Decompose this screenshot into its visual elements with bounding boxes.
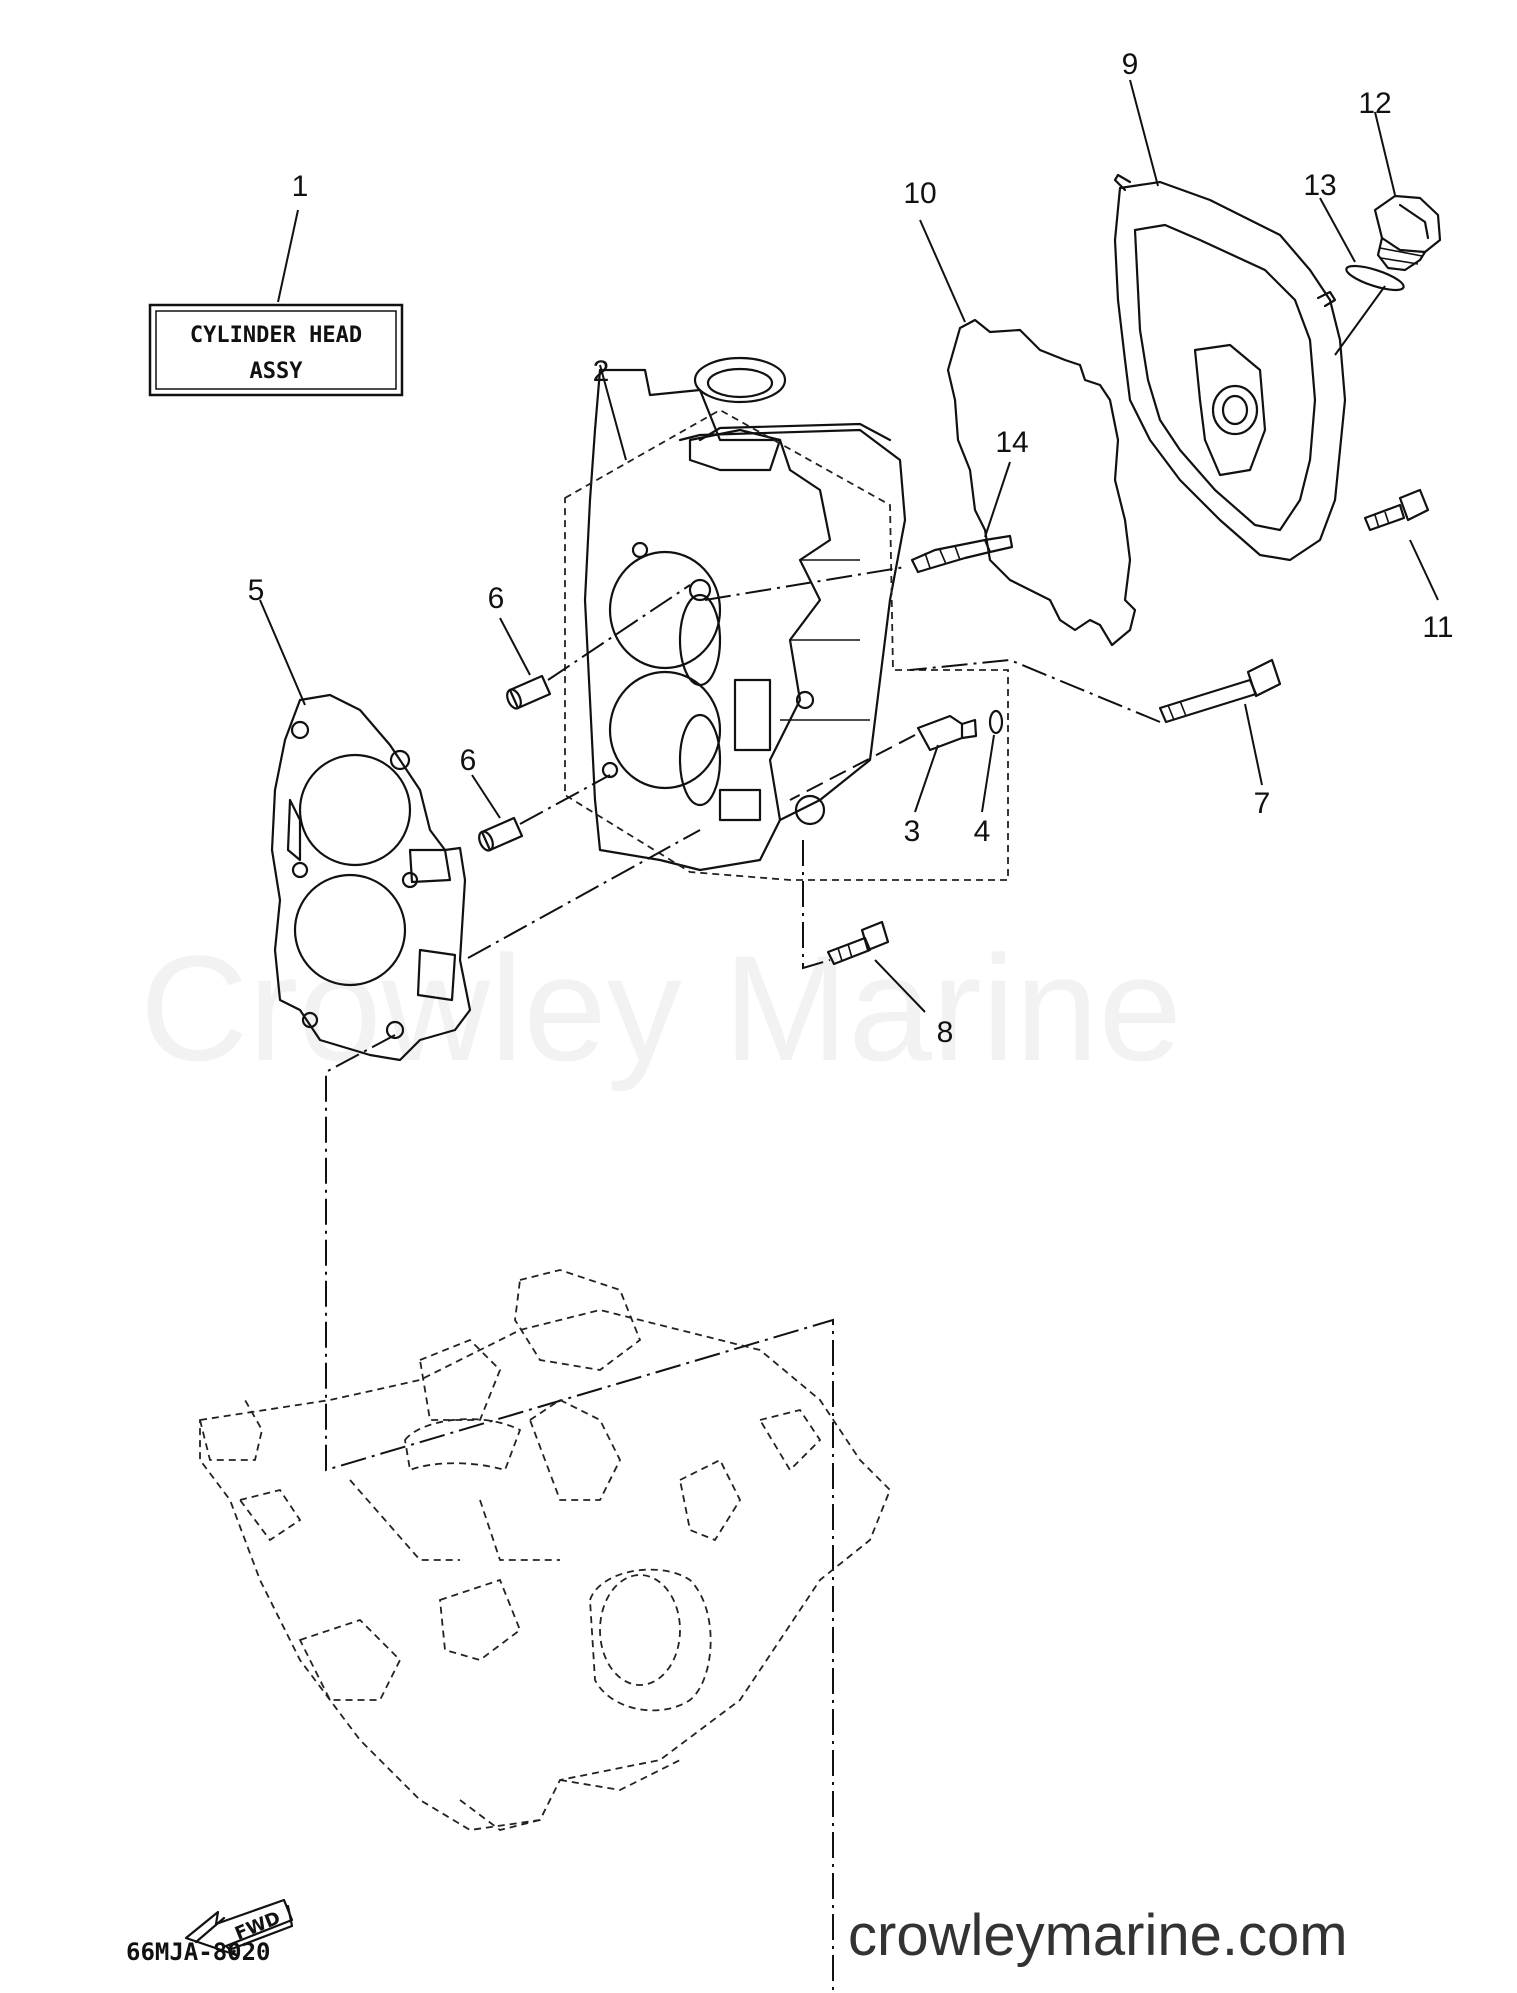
oil-filler-cap [1373,194,1442,272]
callout-2: 2 [593,355,610,388]
leader-9 [1129,79,1159,187]
assembly-label-line1: CYLINDER HEAD [190,323,362,348]
cylinder-head-plug [916,714,978,752]
watermark: Crowley Marine [140,924,1182,1092]
cover-gasket [946,318,1137,647]
alignment-line-gasket-head [467,829,701,959]
callout-7: 7 [1254,787,1271,820]
leader-10 [919,219,966,323]
o-ring [1345,264,1405,292]
callout-9: 9 [1122,48,1139,81]
valve-cover [1113,173,1347,562]
leader-1 [277,209,299,303]
leader-11 [1409,539,1439,601]
leader-5 [259,599,306,706]
leader-3 [914,744,939,813]
head-bolt [1158,658,1282,724]
cover-bolt [1363,488,1430,532]
dowel-pin-lower [478,816,524,852]
alignment-line-gasket-block [325,1034,834,1993]
bolt [826,920,890,966]
callout-3: 3 [904,815,921,848]
leader-7 [1244,703,1263,786]
callout-10: 10 [903,177,936,210]
leader-4 [981,734,995,813]
cylinder-head [583,356,907,872]
leader-6-lower [471,774,501,819]
leader-6-upper [499,617,531,676]
alignment-line-dowel-lower [519,774,611,825]
callout-4: 4 [974,815,991,848]
alignment-line-dowel-upper [547,584,691,681]
leader-14 [984,461,1011,538]
cylinder-head-gasket [270,693,472,1062]
alignment-line-plug [789,734,916,801]
washer [988,709,1004,735]
callout-1: 1 [292,170,309,203]
callout-6-upper: 6 [488,582,505,615]
alignment-line-head-bolt [909,658,1161,723]
leader-13-extension [1334,285,1386,356]
assembly-label-line2: ASSY [250,359,304,384]
cylinder-head-assy-outline [564,408,1009,881]
cylinder-block [199,1269,892,1831]
assembly-label-box: CYLINDER HEAD ASSY [148,303,404,397]
leader-2 [599,364,627,461]
alignment-line-spark-plug [704,566,906,601]
diagram-code: 66MJA-8020 [126,1938,271,1966]
callout-5: 5 [248,574,265,607]
spark-plug [910,534,1014,574]
leader-12 [1374,111,1396,196]
alignment-line-bolt [802,840,831,970]
callout-14: 14 [995,426,1028,459]
callout-13: 13 [1303,169,1336,202]
callout-12: 12 [1358,87,1391,120]
callout-8: 8 [937,1016,954,1049]
callout-11: 11 [1422,611,1453,644]
callout-6-lower: 6 [460,744,477,777]
leader-13 [1319,197,1356,263]
dowel-pin-upper [506,674,552,710]
leader-8 [874,959,926,1013]
website-text: crowleymarine.com [848,1903,1348,1968]
